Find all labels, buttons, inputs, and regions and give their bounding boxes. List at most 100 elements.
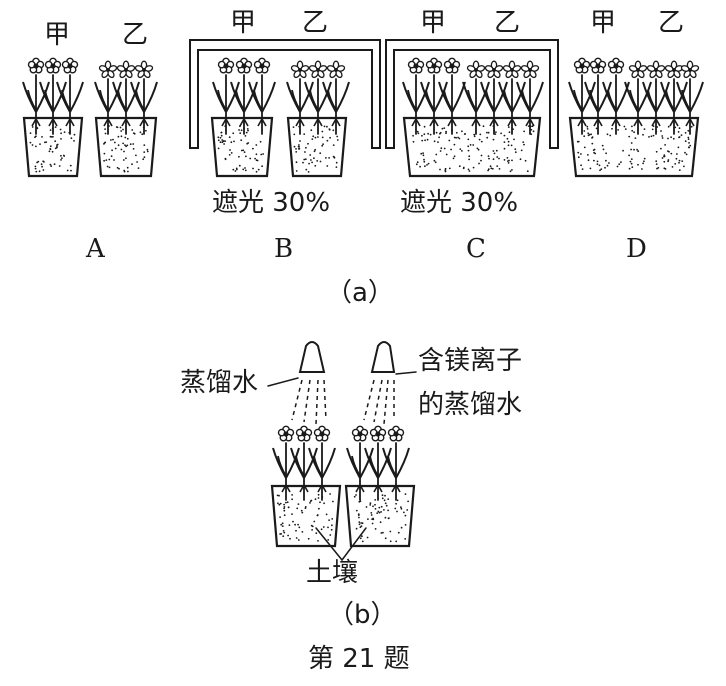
label-jia-a: 甲 [44,22,70,48]
open-flower-icon [309,61,327,78]
plant-yi [463,61,489,134]
label-jia-b: 甲 [230,10,256,36]
group-label-d: D [626,236,647,262]
leader-soil-left [316,528,342,560]
leader-distilled-water [268,378,298,386]
leaf [396,448,409,478]
leaf [690,82,703,112]
dark-flower-icon [591,58,606,73]
open-flower-icon [485,61,503,78]
open-flower-icon [521,61,539,78]
leaf [144,82,157,112]
dark-flower-icon [315,426,330,441]
pot-outline [212,118,272,176]
open-flower-icon [117,61,135,78]
dark-flower-icon [62,58,77,73]
label-distilled-water: 蒸馏水 [180,370,258,396]
plant-jia [291,426,317,500]
shade-note-b: 遮光 30% [212,190,330,216]
dark-flower-icon [46,58,61,73]
group-label-b: B [274,236,293,262]
dark-flower-icon [371,426,386,441]
label-yi-a: 乙 [122,22,148,48]
open-flower-icon [503,61,521,78]
leaf [530,82,543,112]
plant-yi [625,61,651,134]
plant-yi [113,61,139,134]
open-flower-icon [665,61,683,78]
shade-cover-c [386,40,558,148]
label-yi-b: 乙 [302,10,328,36]
dark-flower-icon [237,58,252,73]
dark-flower-icon [575,58,590,73]
plant-jia [273,426,299,500]
label-yi-d: 乙 [658,10,684,36]
open-flower-icon [467,61,485,78]
pot-outline [288,118,346,176]
watering-spout-left [300,342,324,372]
pot-b-yi [288,118,346,176]
plant-jia [365,426,391,500]
dark-flower-icon [427,58,442,73]
label-mg-water-line1: 含镁离子 [418,348,522,374]
open-flower-icon [647,61,665,78]
dark-flower-icon [255,58,270,73]
dark-flower-icon [445,58,460,73]
dark-flower-icon [609,58,624,73]
water-stream [304,380,310,422]
open-flower-icon [629,61,647,78]
water-stream [374,380,382,422]
water-stream [384,380,388,424]
question-label: 第 21 题 [308,646,410,672]
pot-outline [272,486,340,546]
plant-jia [383,426,409,500]
dark-flower-icon [409,58,424,73]
dark-flower-icon [29,58,44,73]
watering-spout-right [372,342,394,372]
open-flower-icon [327,61,345,78]
leader-mg-water [396,372,416,374]
open-flower-icon [681,61,699,78]
caption-a: （a） [326,280,394,306]
label-soil: 土壤 [306,560,358,586]
dark-flower-icon [353,426,368,441]
shade-note-c: 遮光 30% [400,190,518,216]
open-flower-icon [291,61,309,78]
label-mg-water-line2: 的蒸馏水 [418,392,522,418]
pot-b-jia [212,118,272,176]
plant-yi [481,61,507,134]
pot-b2-left [272,486,340,546]
open-flower-icon [99,61,117,78]
plant-yi [499,61,525,134]
label-yi-c: 乙 [494,10,520,36]
leaf [322,448,335,478]
dark-flower-icon [389,426,404,441]
leaf [452,82,465,112]
plant-yi [95,61,121,134]
plant-jia [309,426,335,500]
group-label-c: C [466,236,486,262]
leaf [582,82,595,112]
plant-yi [287,61,313,134]
leaf [70,82,83,112]
open-flower-icon [135,61,153,78]
plant-yi [643,61,669,134]
pot-b2-right [346,486,414,546]
water-stream [316,380,318,424]
plant-jia [347,426,373,500]
plant-yi [305,61,331,134]
pot-d-shared [570,118,698,176]
caption-b: （b） [328,602,397,628]
water-stream [292,380,302,420]
label-jia-c: 甲 [420,10,446,36]
leaf [336,82,349,112]
water-stream [324,380,326,420]
leaf [674,82,687,112]
pot-c-shared [404,118,540,176]
dark-flower-icon [279,426,294,441]
leaf [262,82,275,112]
leader-soil-right [342,528,366,560]
plant-yi [131,61,157,134]
dark-flower-icon [297,426,312,441]
